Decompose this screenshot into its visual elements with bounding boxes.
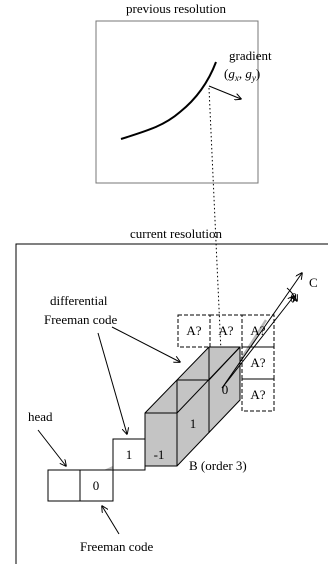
direction-c-arrow xyxy=(221,273,302,389)
gray-edge xyxy=(208,346,241,381)
freeman-arrow xyxy=(102,506,120,535)
cell-freeman-0-value: 0 xyxy=(93,478,100,493)
previous-contour-curve xyxy=(120,61,217,140)
candidate-label: A? xyxy=(250,355,265,370)
candidate-label: A? xyxy=(250,323,265,338)
gradient-label: gradient xyxy=(229,48,272,63)
candidate-label: A? xyxy=(250,387,265,402)
projection-dotted-line xyxy=(208,87,222,353)
cell-gray-minus1-value: -1 xyxy=(154,447,165,462)
head-label: head xyxy=(28,409,53,424)
b-label: B (order 3) xyxy=(189,458,247,473)
previous-resolution-frame xyxy=(95,20,259,184)
cell-gray-1-value: 1 xyxy=(190,416,197,431)
cell-white-1 xyxy=(112,438,146,471)
cell-white-1-value: 1 xyxy=(126,447,133,462)
previous-resolution-title: previous resolution xyxy=(126,1,227,16)
differential-arrow-to-white xyxy=(97,332,127,434)
cell-gray-0-value: 0 xyxy=(222,382,229,397)
head-arrow xyxy=(37,429,66,466)
candidate-label: A? xyxy=(186,323,201,338)
cell-head xyxy=(47,469,81,502)
theta-arc xyxy=(286,287,297,301)
differential-label-line1: differential xyxy=(50,293,108,308)
gradient-arrow xyxy=(208,85,241,99)
gradient-local-arrow xyxy=(221,296,294,389)
gradient-components-label: (gx, gy) xyxy=(224,66,260,83)
candidate-cell xyxy=(241,378,275,412)
current-resolution-frame xyxy=(15,243,328,564)
differential-label-line2: Freeman code xyxy=(44,312,118,327)
cell-freeman-0 xyxy=(79,469,114,502)
differential-arrow-to-gray xyxy=(111,326,180,362)
theta-label: θ xyxy=(290,290,297,305)
freeman-code-label: Freeman code xyxy=(80,539,154,554)
candidate-label: A? xyxy=(218,323,233,338)
c-label: C xyxy=(309,275,318,290)
current-resolution-title: current resolution xyxy=(130,226,223,241)
